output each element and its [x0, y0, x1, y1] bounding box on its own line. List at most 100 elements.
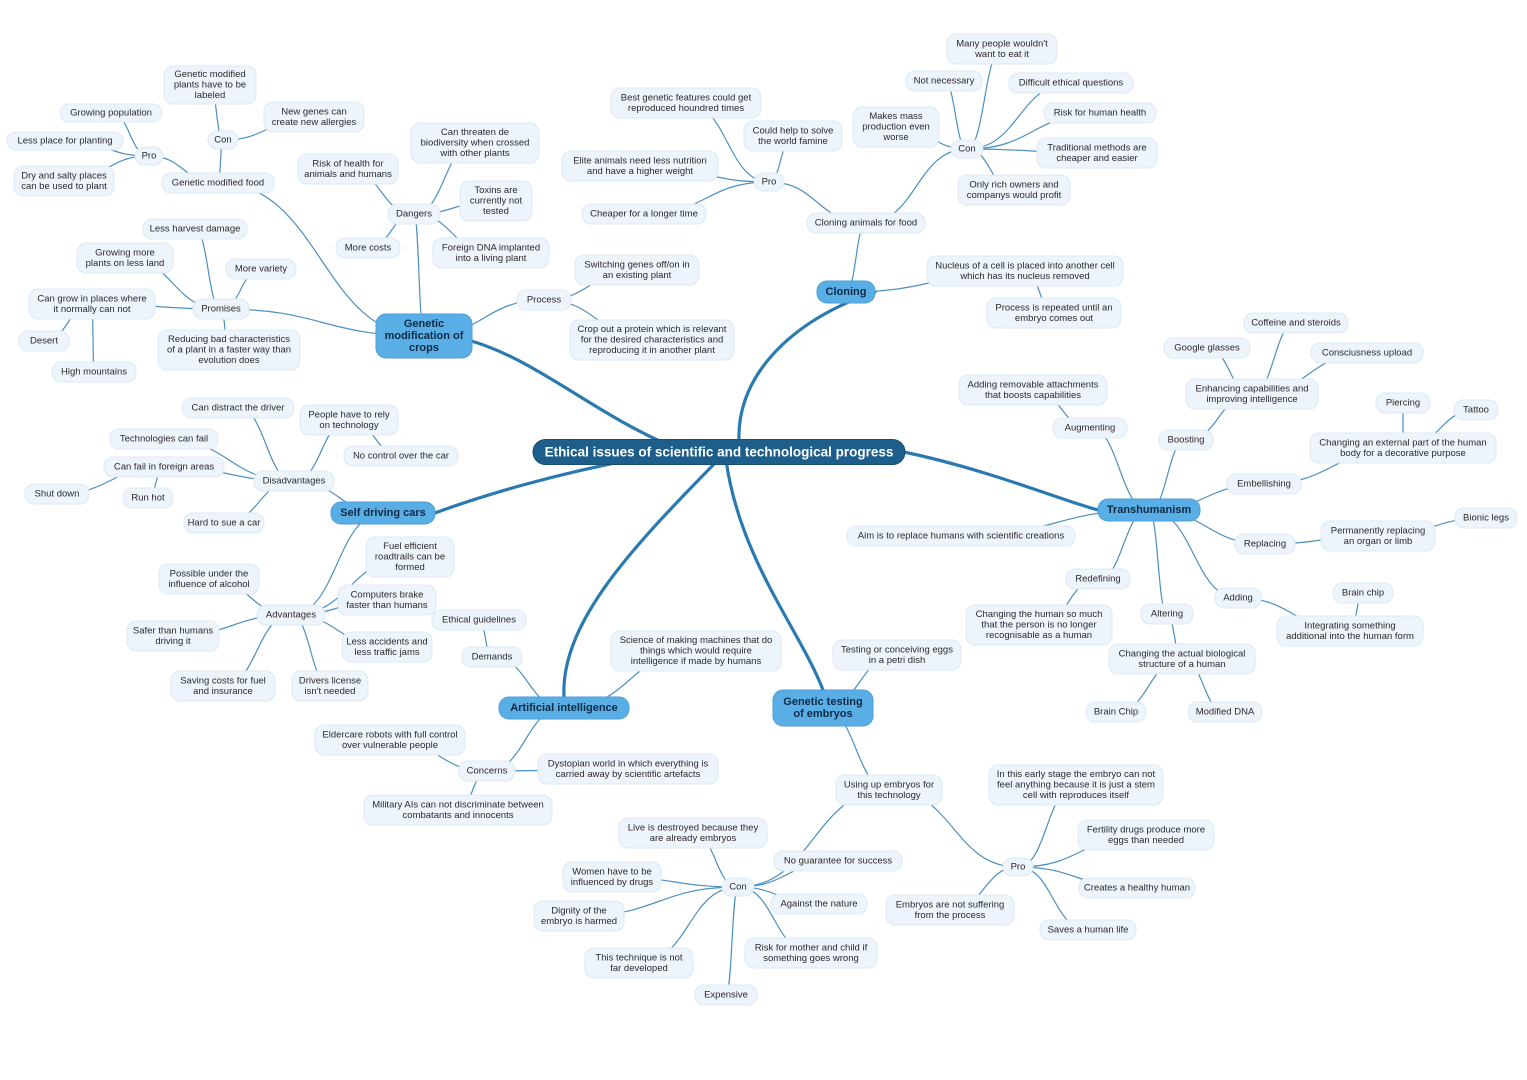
node-risk-human-health[interactable]: Risk for human health [1043, 102, 1157, 124]
node-ethical-guidelines[interactable]: Ethical guidelines [431, 609, 527, 631]
node-disadvantages[interactable]: Disadvantages [253, 470, 335, 492]
node-replacing[interactable]: Replacing [1234, 533, 1296, 555]
node-redefining[interactable]: Redefining [1065, 568, 1131, 590]
node-cloning[interactable]: Cloning [816, 280, 876, 304]
node-altering[interactable]: Altering [1140, 603, 1194, 625]
node-not-necessary[interactable]: Not necessary [905, 70, 983, 92]
node-tattoo[interactable]: Tattoo [1453, 399, 1499, 421]
node-brain-chip-r[interactable]: Brain chip [1332, 582, 1394, 604]
node-adding[interactable]: Adding [1214, 587, 1262, 609]
node-more-variety[interactable]: More variety [225, 258, 297, 280]
central-topic[interactable]: Ethical issues of scientific and technol… [532, 439, 906, 465]
node-shut-down[interactable]: Shut down [24, 483, 90, 505]
node-no-control[interactable]: No control over the car [343, 445, 459, 467]
node-desert[interactable]: Desert [18, 330, 70, 352]
node-ge-con[interactable]: Con [721, 877, 755, 897]
node-demands[interactable]: Demands [461, 646, 523, 668]
node-tech-fail[interactable]: Technologies can fail [109, 428, 219, 450]
node-military[interactable]: Military AIs can not discriminate betwee… [363, 794, 553, 826]
node-growing-population[interactable]: Growing population [59, 103, 163, 123]
node-expensive[interactable]: Expensive [694, 984, 758, 1006]
node-sdc[interactable]: Self driving cars [330, 501, 436, 525]
node-gmf-pro[interactable]: Pro [134, 146, 164, 166]
node-saves-life[interactable]: Saves a human life [1039, 919, 1137, 941]
node-piercing[interactable]: Piercing [1375, 392, 1431, 414]
node-less-place[interactable]: Less place for planting [6, 131, 124, 151]
node-modified-dna[interactable]: Modified DNA [1187, 701, 1263, 723]
node-bionic-legs[interactable]: Bionic legs [1454, 507, 1518, 529]
node-hard-sue[interactable]: Hard to sue a car [183, 512, 265, 534]
node-process[interactable]: Process [516, 289, 572, 311]
node-boosting[interactable]: Boosting [1158, 429, 1214, 451]
node-high-mountains[interactable]: High mountains [51, 361, 137, 383]
node-concerns[interactable]: Concerns [458, 760, 516, 782]
node-more-costs[interactable]: More costs [335, 237, 401, 259]
node-foreign-areas[interactable]: Can fail in foreign areas [103, 456, 225, 478]
node-less-harvest[interactable]: Less harvest damage [142, 218, 248, 240]
node-cheaper-time[interactable]: Cheaper for a longer time [581, 203, 707, 225]
node-aim[interactable]: Aim is to replace humans with scientific… [846, 525, 1076, 547]
node-embellishing[interactable]: Embellishing [1226, 473, 1302, 495]
node-google-glasses[interactable]: Google glasses [1163, 337, 1251, 359]
node-difficult-ethical[interactable]: Difficult ethical questions [1008, 72, 1134, 94]
node-against-nature[interactable]: Against the nature [770, 893, 868, 915]
node-healthy-human[interactable]: Creates a healthy human [1078, 877, 1196, 899]
node-ai[interactable]: Artificial intelligence [498, 696, 630, 720]
node-advantages[interactable]: Advantages [256, 604, 326, 626]
node-gmf[interactable]: Genetic modified food [161, 172, 275, 194]
node-cloning-food[interactable]: Cloning animals for food [806, 212, 926, 234]
node-run-hot[interactable]: Run hot [122, 487, 174, 509]
node-nucleus[interactable]: Nucleus of a cell is placed into another… [926, 255, 1124, 287]
node-coffeine[interactable]: Coffeine and steroids [1243, 312, 1349, 334]
node-no-guarantee[interactable]: No guarantee for success [773, 850, 903, 872]
node-cl-con[interactable]: Con [950, 139, 984, 159]
node-brain-chip-l[interactable]: Brain Chip [1085, 701, 1147, 723]
node-trans[interactable]: Transhumanism [1097, 498, 1201, 522]
